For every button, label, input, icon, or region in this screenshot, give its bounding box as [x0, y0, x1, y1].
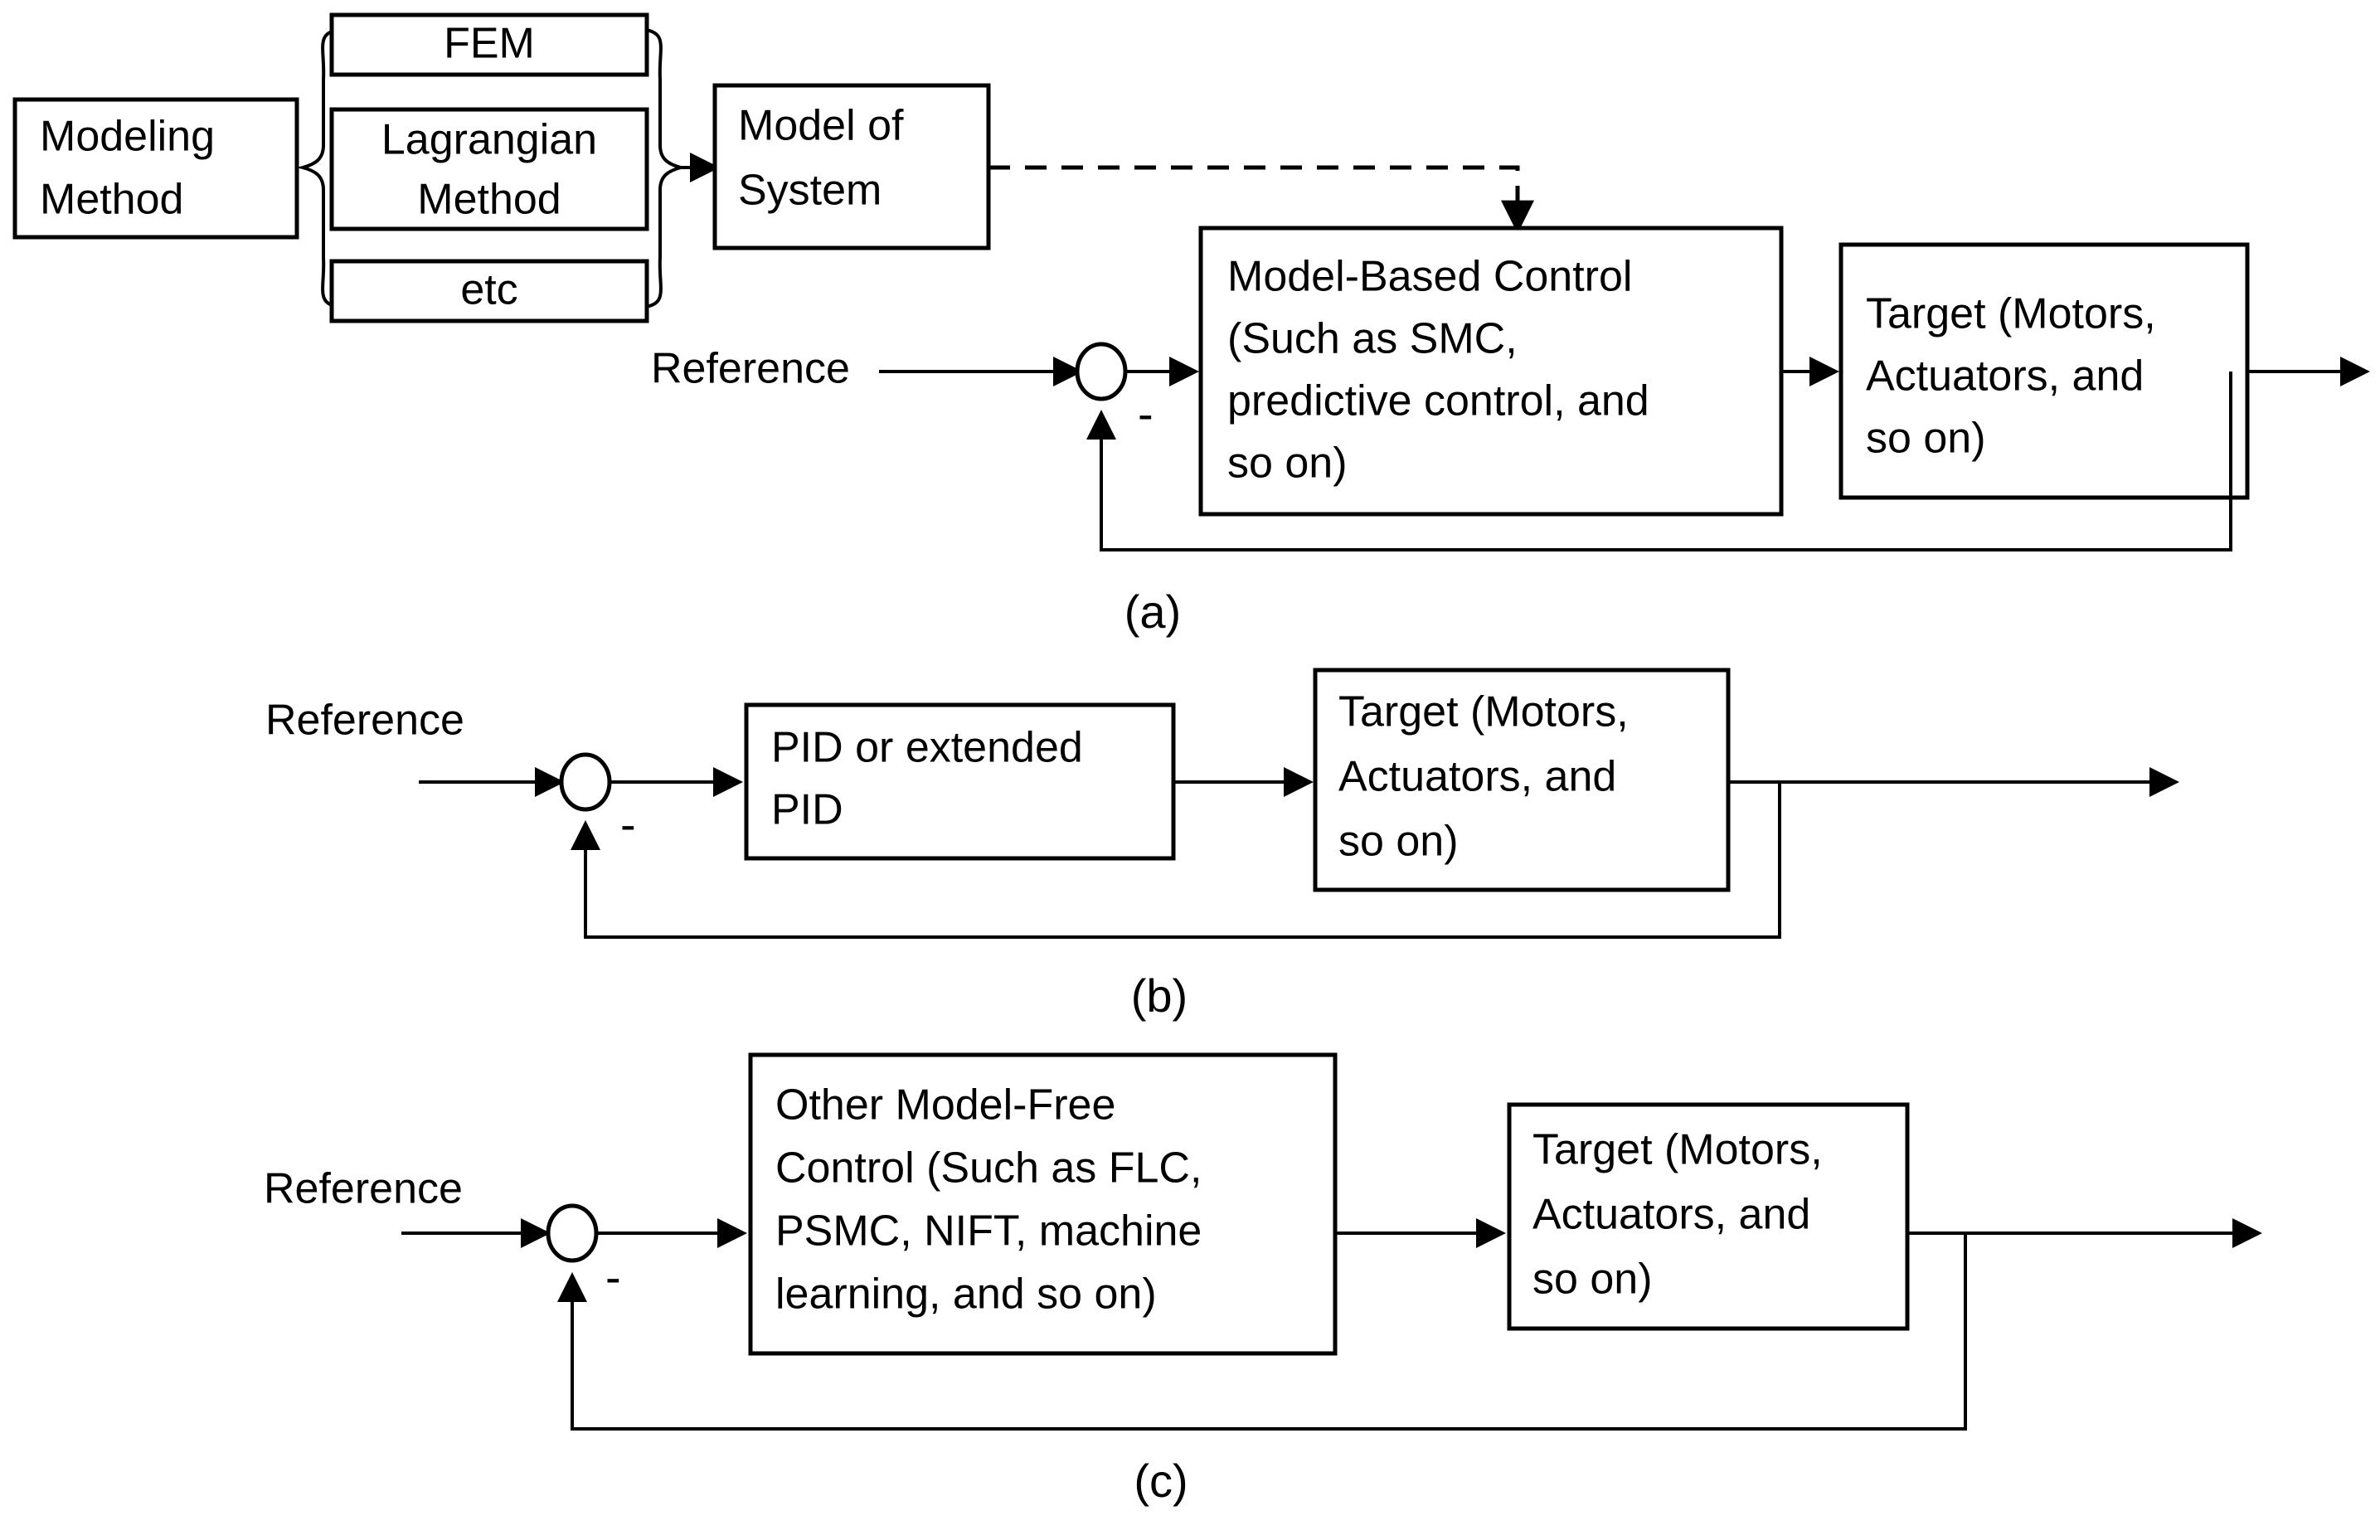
target-c-line3: so on) [1532, 1256, 1653, 1304]
caption-c: (c) [1134, 1455, 1188, 1507]
lagrangian-method-line2: Method [417, 176, 561, 224]
feedback-path-b [571, 782, 1781, 939]
pid-control-box [744, 702, 1176, 861]
reference-label-c: Reference [264, 1165, 463, 1213]
feedback-path-a [1086, 372, 2232, 551]
target-box-c [1507, 1102, 1910, 1331]
sum-sign-b: - [620, 798, 636, 850]
model-of-system-line1: Model of [738, 102, 904, 150]
modeling-method-line1: Modeling [40, 113, 215, 161]
modeling-method-box [12, 97, 299, 240]
fem-label: FEM [444, 20, 535, 68]
model-free-line4: learning, and so on) [775, 1270, 1157, 1319]
target-box-a [1838, 242, 2250, 500]
sum-sign-a: - [1138, 387, 1154, 440]
lagrangian-method-line1: Lagrangian [381, 116, 597, 164]
methods-right-brace [644, 28, 687, 308]
methods-left-brace [296, 28, 339, 308]
target-box-b [1313, 668, 1731, 892]
target-b-line3: so on) [1338, 818, 1459, 866]
target-c-line2: Actuators, and [1532, 1191, 1810, 1239]
pid-line2: PID [771, 786, 843, 834]
reference-label-a: Reference [651, 345, 850, 393]
target-b-line1: Target (Motors, [1338, 688, 1629, 736]
wire-model-to-controller-dashed [988, 165, 1534, 234]
model-free-control-box [748, 1052, 1338, 1356]
etc-label: etc [460, 266, 517, 314]
model-of-system-line2: System [738, 167, 882, 215]
caption-a: (a) [1124, 585, 1181, 638]
target-b-line2: Actuators, and [1338, 753, 1616, 801]
model-based-control-box [1198, 226, 1784, 517]
target-a-line1: Target (Motors, [1866, 290, 2156, 338]
etc-box [329, 259, 649, 323]
model-based-control-line2: (Such as SMC, [1227, 315, 1518, 363]
target-a-line3: so on) [1866, 415, 1986, 463]
model-based-control-line4: so on) [1227, 440, 1348, 488]
reference-label-b: Reference [265, 697, 464, 745]
caption-b: (b) [1131, 969, 1188, 1022]
fem-box [329, 12, 649, 77]
summing-junction-c [546, 1203, 599, 1263]
target-c-line1: Target (Motors, [1532, 1126, 1823, 1174]
model-free-line1: Other Model-Free [775, 1081, 1115, 1129]
sum-sign-c: - [605, 1251, 621, 1303]
model-based-control-line1: Model-Based Control [1227, 253, 1632, 301]
model-free-line2: Control (Such as FLC, [775, 1144, 1202, 1193]
feedback-path-c [557, 1233, 1967, 1431]
pid-line1: PID or extended [771, 724, 1083, 772]
modeling-method-line2: Method [40, 176, 183, 224]
summing-junction-a [1075, 342, 1128, 401]
summing-junction-b [559, 752, 612, 812]
lagrangian-method-box [329, 107, 649, 231]
model-based-control-line3: predictive control, and [1227, 377, 1649, 425]
model-free-line3: PSMC, NIFT, machine [775, 1207, 1202, 1256]
target-a-line2: Actuators, and [1866, 352, 2144, 401]
